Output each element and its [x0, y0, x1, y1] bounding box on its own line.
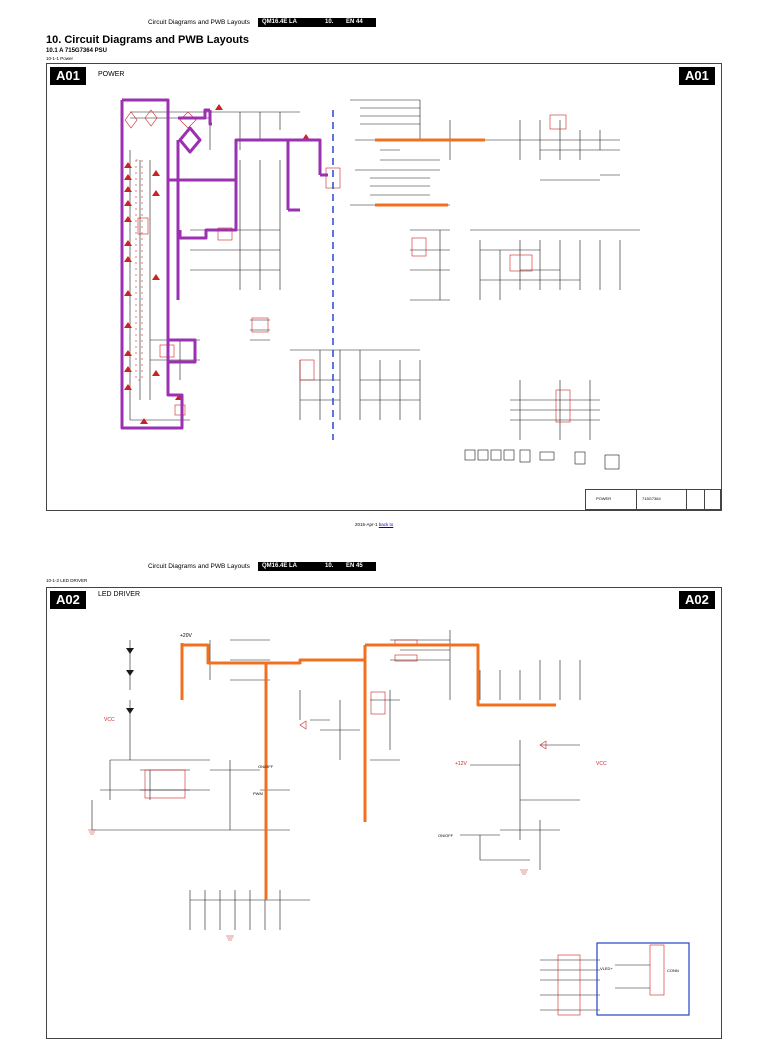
title-block-code: 715G7364 [642, 496, 661, 501]
primary-side-highlight [120, 98, 328, 430]
secondary-side-highlight [375, 138, 485, 207]
label-on-off-right: ON/OFF [438, 833, 454, 838]
section-label: 10-1-2 LED DRIVER [46, 578, 88, 583]
page2-header: Circuit Diagrams and PWB Layouts QM16.4E… [0, 562, 768, 576]
schematic-frame-power [46, 63, 722, 511]
frame-tag-left: A01 [50, 67, 86, 85]
header-page-chip: EN 45 [342, 562, 376, 571]
page-title: 10. Circuit Diagrams and PWB Layouts [46, 34, 249, 46]
led-components [144, 639, 665, 1016]
page-subtitle: 10.1 A 715G7364 PSU [46, 48, 107, 54]
label-on-off: ON/OFF [258, 764, 274, 769]
header-model-chip: QM16.4E LA [258, 562, 322, 571]
safety-warning-icons [124, 104, 310, 424]
frame-tag-right: A01 [679, 67, 715, 85]
page1-header: Circuit Diagrams and PWB Layouts QM16.4E… [0, 18, 768, 32]
title-block: POWER 715G7364 [585, 489, 721, 510]
title-block-name: POWER [596, 496, 612, 501]
frame-tag-right: A02 [679, 591, 715, 609]
led-current-path-highlight [180, 643, 556, 900]
header-chapter-chip: 10. [321, 18, 343, 27]
footer-date: 2015-Apr-1 back to [355, 522, 393, 527]
label-vcc-right: VCC [596, 761, 607, 767]
footer-back-link[interactable]: back to [378, 522, 394, 527]
led-ground-icons [88, 829, 528, 941]
header-section-title: Circuit Diagrams and PWB Layouts [148, 563, 250, 570]
header-page-chip: EN 44 [342, 18, 376, 27]
frame-label: POWER [98, 71, 125, 78]
frame-label: LED DRIVER [98, 591, 141, 598]
header-section-title: Circuit Diagrams and PWB Layouts [148, 19, 250, 26]
power-wiring [129, 99, 640, 440]
header-model-chip: QM16.4E LA [258, 18, 322, 27]
label-20v: +20V [180, 633, 192, 639]
label-conn: CONN [667, 968, 679, 973]
label-vled: VLED+ [600, 966, 613, 971]
led-wiring [91, 630, 600, 1011]
conn-box [596, 942, 690, 1016]
power-components [124, 109, 571, 423]
label-12v: +12V [455, 761, 467, 767]
footer-date-text: 2015-Apr-1 [355, 522, 378, 527]
label-pwm: PWM [253, 791, 263, 796]
label-vcc: VCC [104, 717, 115, 723]
frame-tag-left: A02 [50, 591, 86, 609]
power-connectors [464, 449, 620, 470]
led-diodes [126, 648, 134, 714]
header-chapter-chip: 10. [321, 562, 343, 571]
section-label: 10-1-1 Power [46, 56, 74, 61]
